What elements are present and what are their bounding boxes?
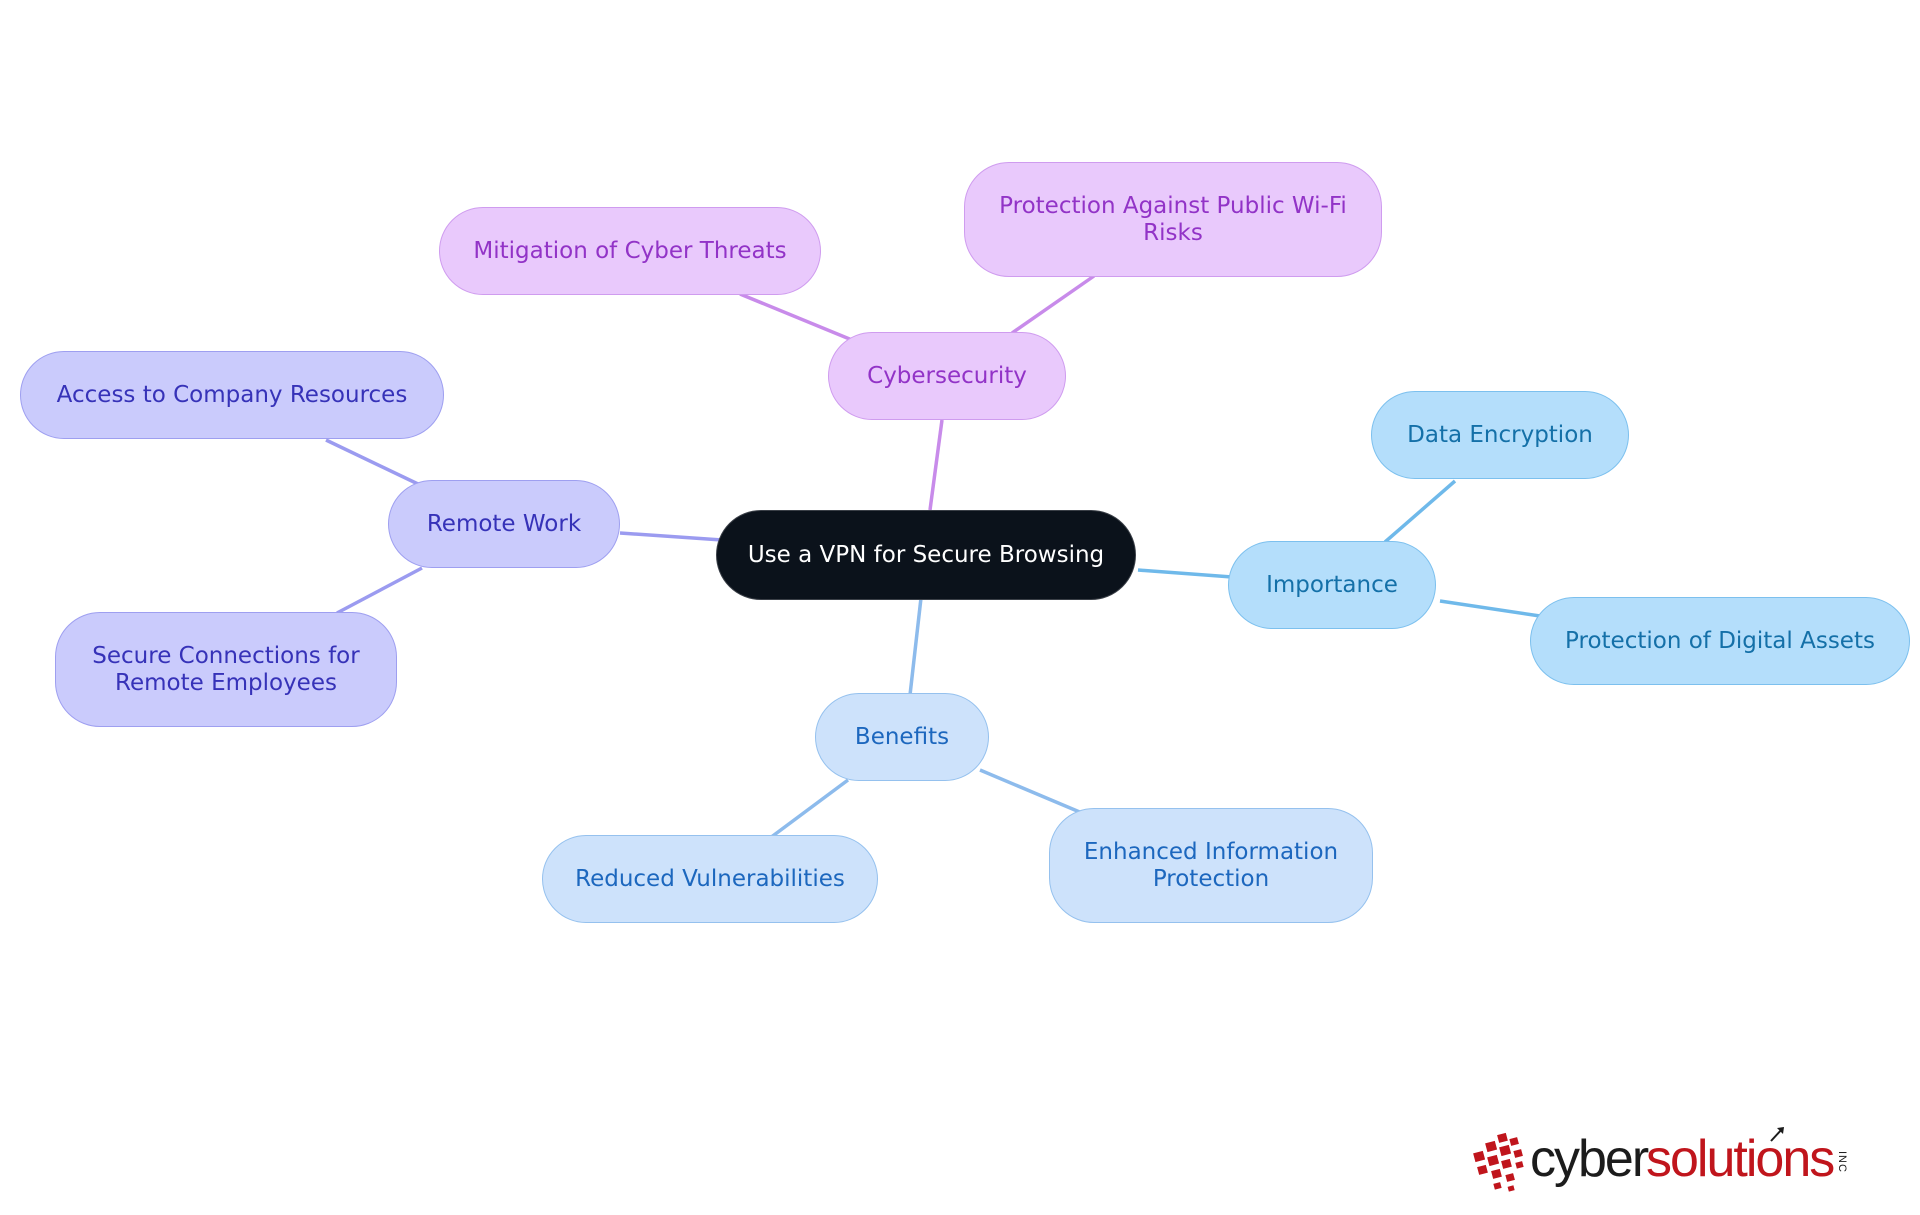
logo-word-solutions: solutions bbox=[1646, 1130, 1835, 1188]
edge-root-benefits bbox=[908, 597, 923, 696]
leaf-node-protection-against-public-wifi-risks: Protection Against Public Wi-Fi Risks bbox=[964, 162, 1382, 277]
leaf-label-secure-connections-for-remote-employees: Secure Connections for Remote Employees bbox=[92, 642, 360, 696]
root-node-label: Use a VPN for Secure Browsing bbox=[747, 541, 1105, 568]
arrow-icon bbox=[1770, 1127, 1784, 1142]
leaf-label-enhanced-information-protection: Enhanced Information Protection bbox=[1083, 838, 1339, 892]
edge-root-remote-work bbox=[619, 531, 723, 542]
edge-remote-work-secure-connections bbox=[336, 566, 423, 615]
leaf-node-protection-of-digital-assets: Protection of Digital Assets bbox=[1530, 597, 1910, 685]
edge-importance-encryption bbox=[1383, 479, 1457, 544]
edge-benefits-enhanced bbox=[979, 768, 1083, 815]
branch-node-remote-work: Remote Work bbox=[388, 480, 620, 568]
logo-suffix-inc: INC bbox=[1836, 1151, 1848, 1173]
logo-word-cyber: cyber bbox=[1530, 1130, 1649, 1188]
leaf-label-access-to-company-resources: Access to Company Resources bbox=[56, 381, 408, 408]
leaf-label-protection-against-public-wifi-risks: Protection Against Public Wi-Fi Risks bbox=[999, 192, 1347, 246]
root-node: Use a VPN for Secure Browsing bbox=[716, 510, 1136, 600]
leaf-label-reduced-vulnerabilities: Reduced Vulnerabilities bbox=[575, 865, 845, 892]
branch-label-importance: Importance bbox=[1266, 571, 1398, 598]
cybersolutions-logo: cyber solutions INC bbox=[1468, 1124, 1878, 1194]
leaf-node-mitigation-of-cyber-threats: Mitigation of Cyber Threats bbox=[439, 207, 821, 295]
leaf-label-data-encryption: Data Encryption bbox=[1407, 421, 1593, 448]
branch-label-cybersecurity: Cybersecurity bbox=[867, 362, 1027, 389]
edge-remote-work-access bbox=[325, 438, 419, 486]
edge-benefits-reduced bbox=[768, 778, 850, 840]
leaf-node-data-encryption: Data Encryption bbox=[1371, 391, 1629, 479]
edge-cybersecurity-mitigation bbox=[739, 292, 853, 342]
branch-label-benefits: Benefits bbox=[854, 723, 950, 750]
branch-node-cybersecurity: Cybersecurity bbox=[828, 332, 1066, 420]
branch-node-benefits: Benefits bbox=[815, 693, 989, 781]
edge-root-cybersecurity bbox=[928, 419, 944, 511]
leaf-label-mitigation-of-cyber-threats: Mitigation of Cyber Threats bbox=[473, 237, 787, 264]
edge-importance-digital-assets bbox=[1439, 599, 1541, 618]
branch-label-remote-work: Remote Work bbox=[426, 510, 582, 537]
leaf-node-access-to-company-resources: Access to Company Resources bbox=[20, 351, 444, 439]
leaf-node-enhanced-information-protection: Enhanced Information Protection bbox=[1049, 808, 1373, 923]
pixel-cluster-logo-icon bbox=[1473, 1132, 1524, 1192]
leaf-label-protection-of-digital-assets: Protection of Digital Assets bbox=[1565, 627, 1875, 654]
leaf-node-reduced-vulnerabilities: Reduced Vulnerabilities bbox=[542, 835, 878, 923]
edge-root-importance bbox=[1137, 568, 1233, 579]
leaf-node-secure-connections-for-remote-employees: Secure Connections for Remote Employees bbox=[55, 612, 397, 727]
edge-cybersecurity-public-wifi bbox=[1011, 274, 1095, 335]
branch-node-importance: Importance bbox=[1228, 541, 1436, 629]
